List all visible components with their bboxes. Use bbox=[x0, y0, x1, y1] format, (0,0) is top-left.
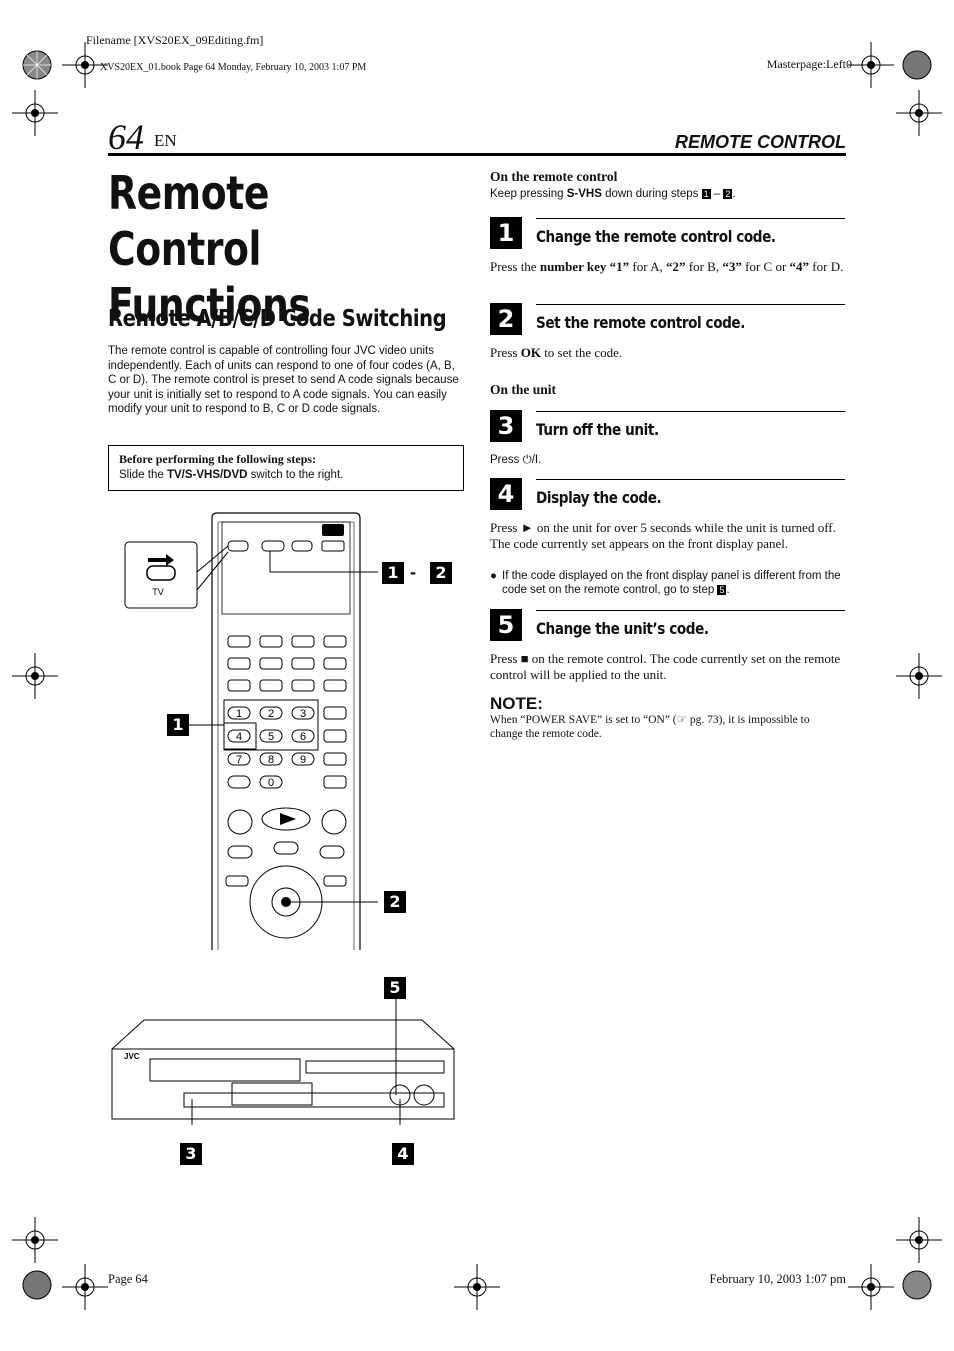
step-divider bbox=[536, 479, 845, 480]
callout-4: 4 bbox=[392, 1143, 414, 1165]
svg-text:5: 5 bbox=[268, 731, 274, 743]
svg-text:7: 7 bbox=[236, 754, 242, 766]
crosshair-mark bbox=[454, 1264, 500, 1310]
crosshair-mark bbox=[896, 653, 942, 699]
remote-control-heading: On the remote control bbox=[490, 169, 618, 184]
footer-page: Page 64 bbox=[108, 1272, 148, 1286]
crosshair-mark bbox=[848, 42, 894, 88]
intro-paragraph: The remote control is capable of control… bbox=[108, 345, 459, 416]
registration-mark bbox=[902, 1270, 932, 1300]
header-book-info: XVS20EX_01.book Page 64 Monday, February… bbox=[100, 62, 367, 73]
footer-date: February 10, 2003 1:07 pm bbox=[709, 1272, 846, 1286]
svg-text:9: 9 bbox=[300, 754, 306, 766]
svg-text:6: 6 bbox=[300, 731, 306, 743]
callout-5: 5 bbox=[384, 977, 406, 999]
section-heading: REMOTE CONTROL bbox=[675, 132, 846, 152]
step-title: Set the remote control code. bbox=[536, 313, 745, 332]
callout-2: 2 bbox=[430, 562, 452, 584]
svg-text:3: 3 bbox=[300, 708, 306, 720]
step-number: 5 bbox=[490, 609, 522, 641]
step-1-text: Press the number key “1” for A, “2” for … bbox=[490, 259, 844, 274]
callout-dash: - bbox=[410, 562, 416, 582]
svg-text:0: 0 bbox=[268, 777, 274, 789]
crosshair-mark bbox=[62, 42, 108, 88]
before-steps-box: Before performing the following steps: S… bbox=[108, 445, 464, 491]
crosshair-mark bbox=[896, 90, 942, 136]
step-number: 4 bbox=[490, 478, 522, 510]
crosshair-mark bbox=[848, 1264, 894, 1310]
vcr-unit-illustration: JVC bbox=[111, 985, 455, 1125]
step-number: 2 bbox=[490, 303, 522, 335]
page-title: Remote Control Functions bbox=[108, 166, 311, 332]
crosshair-mark bbox=[12, 653, 58, 699]
step-title: Display the code. bbox=[536, 488, 662, 507]
step-title: Change the remote control code. bbox=[536, 227, 776, 246]
crosshair-mark bbox=[12, 1217, 58, 1263]
svg-text:JVC: JVC bbox=[124, 1052, 140, 1061]
header-filename: Filename [XVS20EX_09Editing.fm] bbox=[86, 33, 264, 47]
header-rule bbox=[108, 153, 846, 156]
note-text: When “POWER SAVE” is set to “ON” (☞ pg. … bbox=[490, 714, 810, 740]
unit-heading: On the unit bbox=[490, 382, 557, 397]
step-divider bbox=[536, 304, 845, 305]
crosshair-mark bbox=[12, 90, 58, 136]
page-number: 64 bbox=[108, 117, 144, 157]
callout-1-remote: 1 bbox=[167, 714, 189, 736]
page-language: EN bbox=[154, 131, 177, 150]
step-title: Turn off the unit. bbox=[536, 420, 659, 439]
step-divider bbox=[536, 411, 845, 412]
section-subtitle: Remote A/B/C/D Code Switching bbox=[108, 306, 447, 332]
remote-control-illustration: 1 2 3 4 5 6 7 8 9 0 TV bbox=[124, 512, 378, 950]
note-heading: NOTE: bbox=[490, 694, 543, 713]
before-steps-text: Slide the TV/S-VHS/DVD switch to the rig… bbox=[119, 469, 344, 481]
step-4-bullet: ●If the code displayed on the front disp… bbox=[490, 570, 841, 596]
step-5-text: Press ■ on the remote control. The code … bbox=[490, 651, 841, 682]
remote-control-text: Keep pressing S-VHS down during steps 1 … bbox=[490, 188, 736, 200]
crosshair-mark bbox=[62, 1264, 108, 1310]
step-number: 1 bbox=[490, 217, 522, 249]
registration-mark bbox=[22, 50, 52, 80]
step-4-text: Press ► on the unit for over 5 seconds w… bbox=[490, 520, 836, 551]
registration-mark bbox=[902, 50, 932, 80]
callout-1: 1 bbox=[382, 562, 404, 584]
svg-text:8: 8 bbox=[268, 754, 274, 766]
registration-mark bbox=[22, 1270, 52, 1300]
power-icon: ⏻/I bbox=[522, 454, 539, 466]
callout-3: 3 bbox=[180, 1143, 202, 1165]
svg-text:TV: TV bbox=[152, 587, 164, 597]
svg-text:2: 2 bbox=[268, 708, 274, 720]
step-title: Change the unit’s code. bbox=[536, 619, 709, 638]
step-2-text: Press OK to set the code. bbox=[490, 345, 623, 360]
before-steps-heading: Before performing the following steps: bbox=[119, 452, 317, 466]
step-divider bbox=[536, 610, 845, 611]
step-3-text: Press ⏻/I. bbox=[490, 454, 542, 466]
header-masterpage: Masterpage:Left0 bbox=[766, 57, 852, 71]
svg-text:4: 4 bbox=[236, 731, 242, 743]
callout-2-remote: 2 bbox=[384, 891, 406, 913]
crosshair-mark bbox=[896, 1217, 942, 1263]
step-divider bbox=[536, 218, 845, 219]
svg-text:1: 1 bbox=[236, 708, 242, 720]
step-number: 3 bbox=[490, 410, 522, 442]
